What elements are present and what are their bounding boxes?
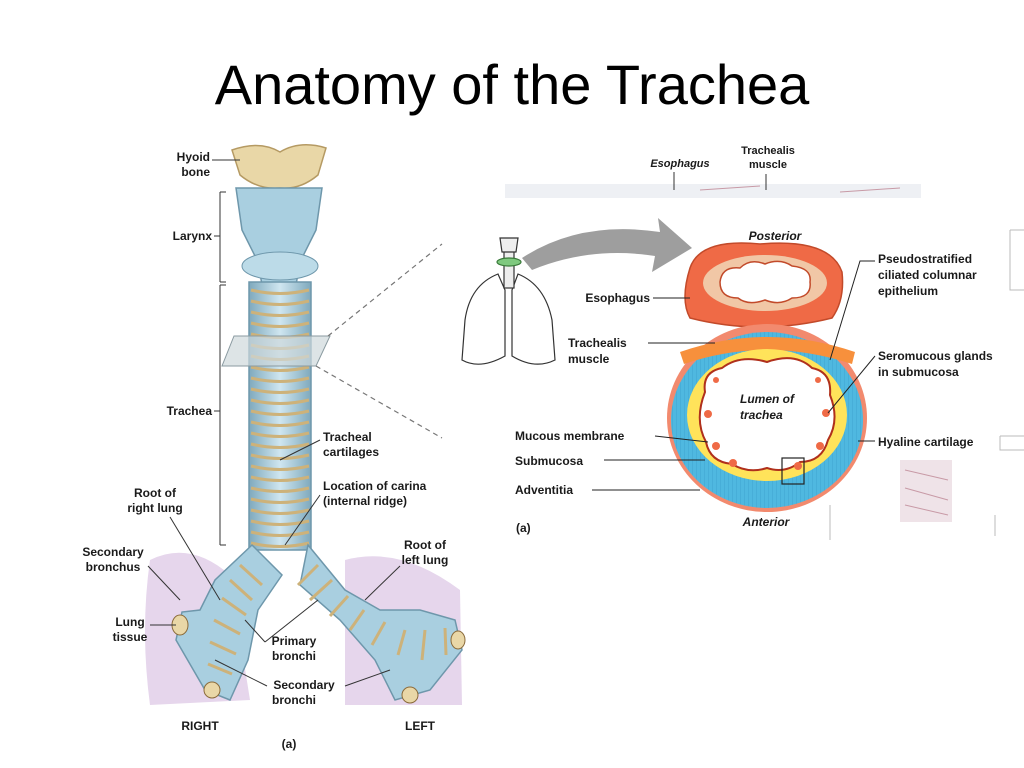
tracheal-ring [250,288,310,295]
bracket-lines [147,159,401,687]
label-anterior: Anterior [742,515,791,529]
tracheal-ring [250,486,310,493]
label-lumen-2: trachea [740,408,783,422]
label-pseudostratified-3: epithelium [878,284,938,298]
arrow-icon [522,218,692,272]
tracheal-ring [250,519,310,526]
label-secondary-bronchus: Secondary [82,545,144,559]
tracheal-ring [250,310,310,317]
tracheal-ring [250,398,310,405]
micrograph-strip-right [900,460,952,522]
label-lung-tissue-2: tissue [113,630,148,644]
label-panel-right: (a) [516,521,531,535]
lungs-inset-icon [461,237,556,365]
label-root-left-lung: Root of [404,538,447,552]
right-leader-lines [592,260,876,491]
tracheal-ring [250,387,310,394]
label-secondary-bronchi-2: bronchi [272,693,316,707]
hyoid-bone [231,144,327,189]
bronchus-opening [203,681,221,699]
mucosa-lumen [698,357,836,472]
tracheal-ring [250,299,310,306]
micrograph-texture [699,185,949,516]
label-hyaline-cartilage: Hyaline cartilage [878,435,974,449]
label-primary-bronchi: Primary [272,634,317,648]
label-trachealis: Trachealis [568,336,627,350]
micrograph-strip-top [505,184,921,198]
tracheal-ring [250,376,310,383]
tracheal-ring [250,453,310,460]
label-right: RIGHT [181,719,219,733]
slide-title: Anatomy of the Trachea [214,53,810,116]
tracheal-ring [250,497,310,504]
label-mucous-membrane: Mucous membrane [515,429,625,443]
tracheal-ring [250,508,310,515]
trachealis-muscle [680,337,855,364]
bronchi-rings [207,563,448,676]
tracheal-ring [250,541,310,548]
label-carina-2: (internal ridge) [323,494,407,508]
label-seromucous: Seromucous glands [878,349,993,363]
tracheal-ring [250,464,310,471]
label-tracheal-cartilages: Tracheal [323,430,372,444]
left-trachea-figure: Hyoid bone Larynx Trachea Tracheal carti… [82,144,466,751]
label-left: LEFT [405,719,436,733]
label-trachealis-top-2: muscle [749,159,787,171]
label-trachealis-top: Trachealis [741,145,795,157]
seromucous-glands [704,377,830,470]
label-panel-left: (a) [282,737,297,751]
label-submucosa: Submucosa [515,454,583,468]
label-larynx: Larynx [173,229,213,243]
tracheal-ring [250,475,310,482]
tracheal-ring [250,365,310,372]
section-plane [221,335,331,367]
esophagus-lumen [719,260,811,304]
tracheal-cartilage-rings [250,288,310,548]
label-lumen: Lumen of [740,392,795,406]
frame-lines [829,229,1024,540]
label-carina: Location of carina [323,479,427,493]
label-trachea: Trachea [167,404,213,418]
right-cross-section-figure: Esophagus Trachealis muscle [461,145,1024,540]
tracheal-ring [250,431,310,438]
bronchus-opening [401,686,419,704]
detail-box [781,457,805,485]
label-pseudostratified: Pseudostratified [878,252,972,266]
tracheal-ring [250,409,310,416]
tracheal-ring [250,420,310,427]
larynx-lower [241,251,319,281]
label-hyoid-2: bone [181,165,210,179]
label-esophagus: Esophagus [585,291,650,305]
label-pseudostratified-2: ciliated columnar [878,268,977,282]
label-secondary-bronchi: Secondary [273,678,335,692]
label-primary-bronchi-2: bronchi [272,649,316,663]
label-lung-tissue: Lung [115,615,144,629]
label-posterior: Posterior [749,229,803,243]
tracheal-ring [250,442,310,449]
label-secondary-bronchus-2: bronchus [86,560,141,574]
label-root-right-lung: Root of [134,486,177,500]
tracheal-ring [250,321,310,328]
label-tracheal-cartilages-2: cartilages [323,445,379,459]
label-adventitia: Adventitia [515,483,573,497]
label-hyoid: Hyoid [177,150,210,164]
projection-lines [315,243,443,439]
label-seromucous-2: in submucosa [878,365,959,379]
label-trachealis-2: muscle [568,352,610,366]
label-root-left-lung-2: left lung [402,553,449,567]
label-root-right-lung-2: right lung [127,501,182,515]
bronchus-opening [450,630,466,650]
tracheal-ring [250,530,310,537]
label-esophagus-top: Esophagus [650,158,709,170]
